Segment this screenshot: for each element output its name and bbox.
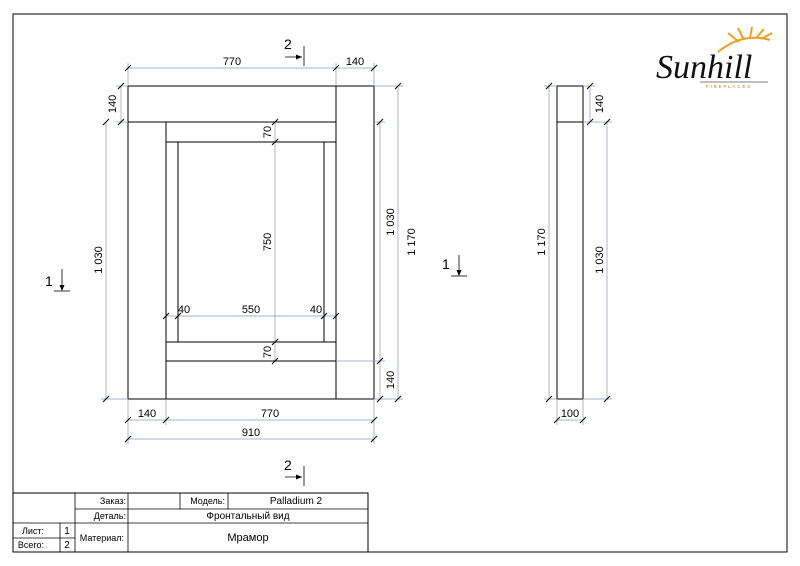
dimension-ticks: [102, 64, 611, 443]
total-value: 2: [64, 540, 70, 551]
material-value: Мрамор: [227, 532, 268, 544]
dim-side-leg-height: 1 030: [594, 246, 606, 274]
section-mark-top-label: 2: [284, 36, 292, 52]
inner-frame-top: [165, 121, 337, 143]
section-mark-middle-label: 1: [442, 256, 450, 272]
section-mark-left-label: 1: [45, 273, 53, 289]
sheet-value: 1: [64, 526, 70, 537]
dim-bottom-width: 770: [261, 408, 279, 420]
inner-left-strip: [165, 141, 179, 343]
front-right-leg: [335, 85, 375, 400]
dim-left-height: 1 030: [93, 246, 105, 274]
side-dimension-labels: 140 1 170 1 030 100: [536, 95, 606, 420]
front-left-leg: [127, 121, 167, 400]
dim-overall-width: 910: [242, 427, 260, 439]
front-bottom-band: [165, 360, 337, 400]
sunhill-logo: Sunhill FIREPLACES: [656, 26, 773, 89]
dim-inner-frame-top: 70: [262, 126, 274, 138]
side-view: [556, 85, 584, 400]
detail-value: Фронтальный вид: [206, 511, 289, 522]
sheet-border: [12, 13, 788, 553]
material-label: Материал:: [80, 533, 124, 543]
front-view: [127, 85, 375, 400]
detail-label: Деталь:: [94, 511, 126, 521]
front-top-band: [127, 85, 337, 123]
section-mark-middle: 1: [442, 255, 467, 277]
dim-top-width: 770: [223, 56, 241, 68]
sheet-label: Лист:: [22, 526, 44, 536]
dim-top-band-height: 140: [107, 95, 119, 113]
dim-side-depth: 100: [561, 408, 579, 420]
dim-top-right-leg: 140: [346, 56, 364, 68]
dimension-lines: [101, 63, 612, 444]
dim-inner-frame-bottom: 70: [262, 346, 274, 358]
model-label: Модель:: [190, 496, 225, 506]
dim-inner-opening-height: 750: [262, 233, 274, 251]
front-dimension-labels: 770 140 140 1 030 70 750 70 40 550 40 1 …: [93, 56, 418, 439]
model-value: Palladium 2: [270, 496, 323, 507]
title-block: Заказ: Модель: Palladium 2 Деталь: Фронт…: [12, 492, 369, 553]
dim-bottom-band-height: 140: [385, 371, 397, 389]
dim-right-leg-height: 1 030: [385, 208, 397, 236]
dim-side-overall-height: 1 170: [536, 228, 548, 256]
dim-side-top-height: 140: [594, 95, 606, 113]
logo-brand: Sunhill: [656, 49, 752, 86]
section-mark-bottom: 2: [284, 457, 305, 486]
side-leg: [556, 121, 584, 400]
sun-rays-icon: [717, 26, 773, 53]
total-label: Всего:: [18, 540, 44, 550]
dim-overall-height: 1 170: [406, 228, 418, 256]
side-top: [556, 85, 584, 123]
inner-right-strip: [323, 141, 337, 343]
dim-bottom-left-leg: 140: [138, 408, 156, 420]
section-mark-top: 2: [284, 36, 305, 66]
inner-frame-bottom: [165, 341, 337, 362]
dim-inner-left-strip: 40: [178, 304, 190, 316]
dim-inner-opening-width: 550: [242, 304, 260, 316]
section-mark-left: 1: [45, 269, 70, 292]
dim-inner-right-strip: 40: [310, 304, 322, 316]
logo-tagline: FIREPLACES: [706, 84, 752, 89]
section-mark-bottom-label: 2: [284, 457, 292, 473]
order-label: Заказ:: [100, 496, 126, 506]
